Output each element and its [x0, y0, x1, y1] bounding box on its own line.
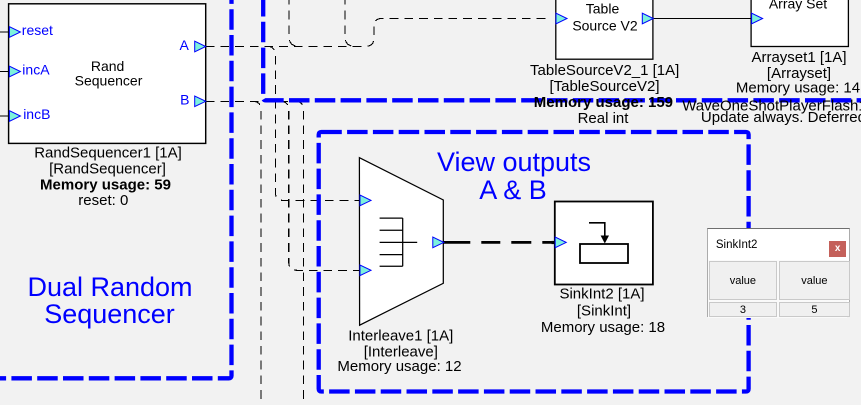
svg-text:Update always. Deferred update: Update always. Deferred update.	[701, 109, 861, 126]
svg-text:Sequencer: Sequencer	[75, 73, 143, 89]
svg-text:View outputs: View outputs	[437, 147, 591, 177]
svg-text:incB: incB	[23, 106, 50, 122]
svg-text:Array Set: Array Set	[769, 0, 827, 12]
svg-text:Rand: Rand	[91, 58, 124, 74]
svg-text:[Interleave]: [Interleave]	[364, 343, 438, 360]
svg-text:Dual Random: Dual Random	[27, 272, 192, 302]
svg-text:Memory usage: 59: Memory usage: 59	[40, 177, 171, 194]
svg-text:SinkInt2 [1A]: SinkInt2 [1A]	[559, 286, 644, 303]
svg-text:A: A	[179, 37, 189, 53]
svg-text:[Arrayset]: [Arrayset]	[767, 65, 831, 82]
svg-text:Memory usage: 14: Memory usage: 14	[736, 80, 860, 97]
svg-text:[TableSourceV2]: [TableSourceV2]	[549, 78, 659, 95]
svg-text:TableSourceV2_1 [1A]: TableSourceV2_1 [1A]	[530, 62, 679, 79]
svg-text:Memory usage: 159: Memory usage: 159	[534, 94, 673, 111]
svg-text:incA: incA	[22, 61, 50, 77]
svg-text:Sequencer: Sequencer	[44, 299, 175, 329]
svg-text:reset: reset	[22, 22, 53, 38]
svg-text:A & B: A & B	[479, 175, 547, 205]
svg-text:Source V2: Source V2	[572, 17, 638, 33]
svg-text:reset: 0: reset: 0	[78, 192, 128, 209]
svg-text:Interleave1 [1A]: Interleave1 [1A]	[348, 327, 453, 344]
svg-text:[SinkInt]: [SinkInt]	[577, 303, 631, 320]
svg-text:RandSequencer1 [1A]: RandSequencer1 [1A]	[34, 144, 182, 161]
svg-text:Table: Table	[586, 1, 620, 17]
svg-text:WaveOneShotPlayerFlash1 [1A]: WaveOneShotPlayerFlash1 [1A]	[682, 98, 861, 115]
svg-text:Memory usage: 18: Memory usage: 18	[541, 319, 665, 336]
svg-text:Arrayset1 [1A]: Arrayset1 [1A]	[751, 49, 846, 66]
svg-text:B: B	[180, 92, 189, 108]
svg-text:Real int: Real int	[578, 110, 630, 127]
svg-text:Memory usage: 12: Memory usage: 12	[337, 358, 461, 375]
svg-text:[RandSequencer]: [RandSequencer]	[49, 160, 166, 177]
